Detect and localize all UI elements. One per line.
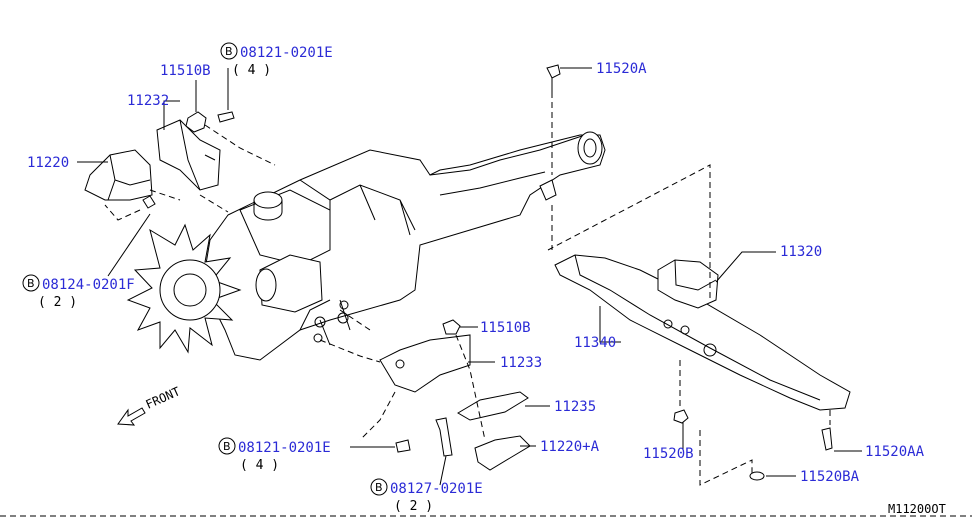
part-quantity: ( 4 ) bbox=[240, 458, 279, 473]
callout-11520a: 11520A bbox=[596, 61, 647, 77]
part-number: 08121-0201E bbox=[240, 45, 333, 61]
front-arrow-icon: FRONT bbox=[117, 384, 183, 426]
crossmember bbox=[546, 64, 851, 486]
callout-08127: B 08127-0201E ( 2 ) bbox=[370, 478, 483, 514]
bolt-symbol: B bbox=[375, 481, 383, 494]
callout-11233: 11233 bbox=[500, 355, 542, 371]
callout-11520b: 11520B bbox=[643, 446, 694, 462]
upper-engine-mount bbox=[84, 111, 276, 221]
callout-11340: 11340 bbox=[574, 335, 616, 351]
part-quantity: ( 2 ) bbox=[38, 295, 77, 310]
part-number: 08124-0201F bbox=[42, 277, 135, 293]
lower-engine-mount bbox=[319, 309, 531, 471]
bolt-symbol: B bbox=[27, 277, 35, 290]
part-number: 08127-0201E bbox=[390, 481, 483, 497]
callout-11235: 11235 bbox=[554, 399, 596, 415]
callout-11520ba: 11520BA bbox=[800, 469, 860, 485]
part-quantity: ( 2 ) bbox=[394, 499, 433, 514]
callout-08124: B 08124-0201F ( 2 ) bbox=[22, 274, 135, 310]
callout-08121-bot: B 08121-0201E ( 4 ) bbox=[218, 437, 331, 473]
part-quantity: ( 4 ) bbox=[232, 63, 271, 78]
bolt-symbol: B bbox=[223, 440, 231, 453]
callout-11232: 11232 bbox=[127, 93, 169, 109]
drawing-code: M11200OT bbox=[888, 502, 946, 516]
leader-lines bbox=[77, 67, 862, 486]
callout-11220: 11220 bbox=[27, 155, 69, 171]
cooling-fan bbox=[126, 223, 242, 354]
callout-11510b-mid: 11510B bbox=[480, 320, 531, 336]
front-label: FRONT bbox=[144, 384, 183, 411]
callout-11510b-top: 11510B bbox=[160, 63, 211, 79]
part-number: 08121-0201E bbox=[238, 440, 331, 456]
bolt-symbol: B bbox=[225, 45, 233, 58]
callout-11320: 11320 bbox=[780, 244, 822, 260]
callout-11220a: 11220+A bbox=[540, 439, 600, 455]
engine-assembly bbox=[204, 131, 606, 361]
callout-11520aa: 11520AA bbox=[865, 444, 925, 460]
callout-08121-top: B 08121-0201E ( 4 ) bbox=[220, 42, 333, 78]
